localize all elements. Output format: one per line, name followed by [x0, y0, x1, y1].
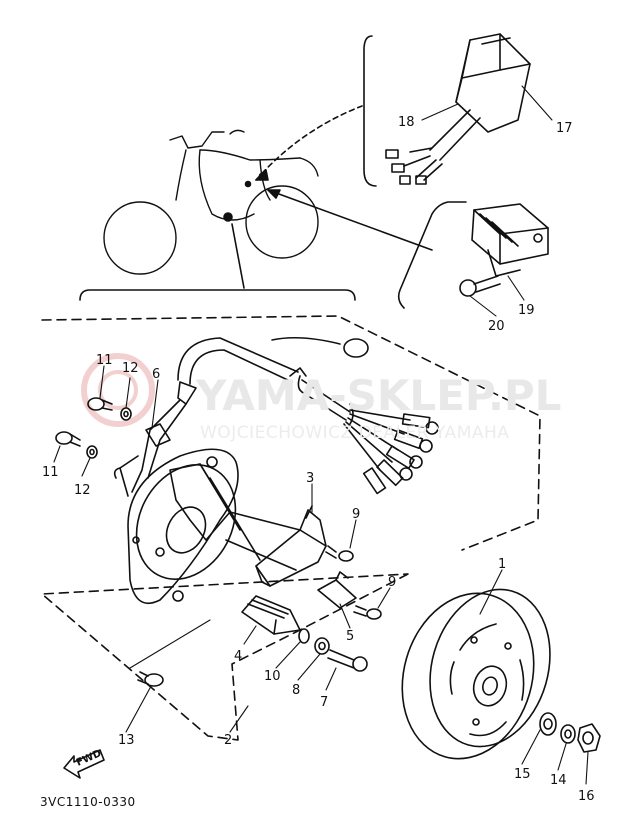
callout-6: 6: [152, 367, 160, 382]
screw-9-upper: [325, 545, 354, 562]
callout-19: 19: [518, 303, 535, 318]
callout-9-lower: 9: [388, 575, 396, 590]
bolt-20: [459, 275, 501, 297]
callout-15: 15: [514, 767, 531, 782]
pickup-coil-3: [255, 505, 327, 587]
washer-10: [298, 628, 310, 644]
callout-10: 10: [264, 669, 281, 684]
motorcycle-silhouette: [103, 129, 319, 275]
leader-rectifier: [267, 189, 433, 251]
washer-12-upper: [120, 407, 132, 421]
arrow-cdi: [255, 169, 269, 181]
callout-12-lower: 12: [74, 483, 91, 498]
leader-main: [231, 223, 245, 289]
washer-12-lower: [86, 445, 98, 459]
leader-cdi: [255, 105, 363, 181]
callout-20: 20: [488, 319, 505, 334]
bracket-main: [79, 289, 356, 301]
callout-18: 18: [398, 115, 415, 130]
leader-lines: [53, 85, 589, 785]
catalog-code: 3VC1110-0330: [40, 795, 136, 809]
arrow-rectifier: [267, 189, 281, 199]
watermark-text: YAMA-SKLEP.PL: [195, 371, 561, 420]
callout-9-upper: 9: [352, 507, 360, 522]
cdi-unit: [385, 33, 531, 185]
rotor-1: [401, 588, 551, 760]
bracket-rectifier: [397, 201, 467, 309]
callout-7: 7: [320, 695, 328, 710]
screw-11-lower: [55, 431, 81, 447]
stator-plate: [127, 448, 301, 605]
callout-5: 5: [346, 629, 354, 644]
bracket-5: [317, 571, 357, 609]
watermark-subtext: WOJCIECHOWICZ DEALER YAMAHA: [200, 423, 509, 443]
rectifier-unit: [471, 203, 549, 277]
watermark-logo: [81, 353, 155, 427]
callout-12-upper: 12: [122, 361, 139, 376]
washer-15: [539, 712, 557, 736]
callout-16: 16: [578, 789, 595, 804]
location-dot-2: [244, 180, 252, 188]
callout-14: 14: [550, 773, 567, 788]
lock-washer-14: [560, 724, 576, 744]
bracket-cdi: [363, 35, 377, 187]
callout-13: 13: [118, 733, 135, 748]
screw-9-lower: [353, 605, 382, 620]
fwd-arrow-icon: [63, 749, 105, 779]
callout-11-lower: 11: [42, 465, 59, 480]
nut-16: [577, 723, 601, 753]
clamp-6: [145, 423, 171, 447]
screw-13: [137, 671, 164, 687]
stator-harness: [113, 336, 439, 497]
washer-8: [314, 637, 330, 655]
callout-4: 4: [234, 649, 242, 664]
callout-2: 2: [224, 733, 232, 748]
bolt-7: [327, 649, 368, 672]
screw-11-upper: [87, 397, 113, 411]
lighting-coil-4: [241, 595, 301, 635]
callout-8: 8: [292, 683, 300, 698]
callout-17: 17: [556, 121, 573, 136]
callout-1: 1: [498, 557, 506, 572]
callout-3: 3: [306, 471, 314, 486]
location-dot-1: [223, 212, 233, 222]
callout-11-upper: 11: [96, 353, 113, 368]
